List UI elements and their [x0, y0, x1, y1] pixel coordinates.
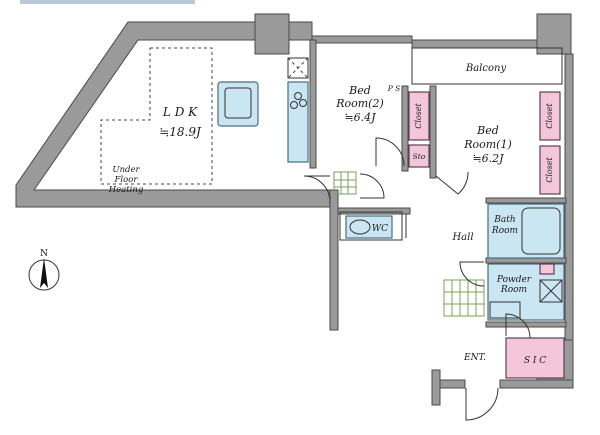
bed2-door[interactable] — [375, 137, 405, 167]
bath-label-2: Room — [491, 226, 518, 236]
powder-label-1: Powder — [496, 275, 532, 285]
bed1-label-1: Bed — [476, 124, 499, 137]
bed1-label-2: Room(1) — [463, 138, 512, 151]
closet-bed1-lower — [539, 145, 561, 195]
bath-room: Bath Room — [487, 203, 565, 259]
top-strip — [20, 0, 195, 4]
bed1-door[interactable] — [435, 171, 469, 195]
bath-label-1: Bath — [493, 215, 515, 225]
bed2-label-2: Room(2) — [335, 97, 384, 110]
wc-fixture — [345, 215, 393, 239]
sic-closet — [505, 337, 565, 379]
closet-bed1-upper-label: Closet — [545, 102, 554, 128]
bed1-area: ≒6.2J — [472, 152, 504, 165]
kitchen-island — [217, 81, 259, 127]
entrance-door[interactable] — [465, 387, 499, 421]
kitchen-counter — [287, 81, 309, 163]
bath-area — [487, 203, 565, 259]
balcony — [411, 47, 563, 85]
balcony-label: Balcony — [465, 63, 507, 74]
wc-label: WC — [372, 224, 388, 234]
ps-label: P S — [387, 84, 401, 93]
wc-room: WC — [339, 211, 407, 241]
under-floor-1: Under — [112, 165, 140, 175]
under-floor-3: Heating — [108, 185, 144, 195]
ldk-area: ≒18.9J — [159, 125, 202, 139]
bed2-area: ≒6.4J — [344, 111, 376, 124]
sto-label: Sto — [413, 152, 426, 161]
compass: N — [28, 249, 60, 291]
fridge-space — [287, 57, 309, 79]
compass-label: N — [40, 249, 48, 259]
closet-bed2-label: Closet — [414, 102, 423, 128]
bed-room-1: Bed Room(1) ≒6.2J — [435, 124, 512, 195]
closet-bed2 — [408, 91, 430, 141]
powder-label-2: Room — [500, 285, 527, 295]
entry-steps — [303, 171, 385, 203]
hall-steps — [443, 261, 485, 317]
bed-room-2: Bed Room(2) ≒6.4J — [335, 84, 405, 167]
closet-bed1-upper — [539, 91, 561, 141]
bed2-label-1: Bed — [348, 84, 371, 97]
ent-label: ENT. — [463, 353, 486, 363]
closet-bed1-lower-label: Closet — [545, 156, 554, 182]
under-floor-2: Floor — [114, 175, 139, 185]
powder-room: Powder Room — [487, 263, 565, 321]
ldk-label: L D K — [162, 105, 198, 119]
outer-walls — [15, 13, 574, 406]
hall-label: Hall — [451, 232, 473, 243]
sic-label: S I C — [524, 356, 546, 366]
ldk-room: L D K ≒18.9J Under Floor Heating — [100, 47, 309, 195]
sto-box — [408, 144, 430, 168]
north-arrow-icon — [40, 258, 48, 288]
